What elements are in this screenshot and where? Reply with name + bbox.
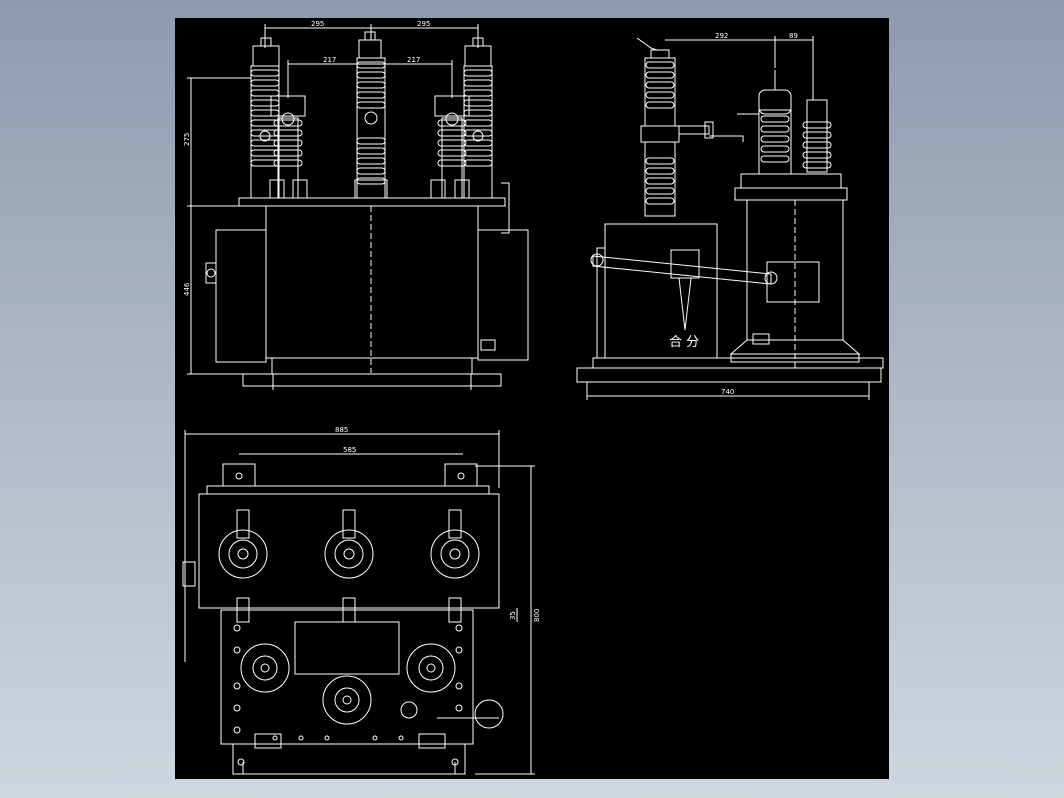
dim-side-offset-b: 89	[789, 32, 798, 40]
dim-plan-edge-offset: 35	[509, 611, 517, 620]
cad-drawing[interactable]: 295 295 217 217 275 446 292 89 740 合 分 8…	[175, 18, 889, 779]
dim-side-offset-a: 292	[715, 32, 728, 40]
plan-view	[182, 430, 535, 775]
dim-front-height-upper: 275	[183, 133, 191, 146]
bushing-left	[250, 37, 280, 199]
pole-head-2	[324, 509, 374, 623]
dim-plan-inner-width: 585	[343, 446, 356, 454]
dim-front-height-lower: 446	[183, 282, 191, 296]
open-close-indicator-label: 合 分	[669, 335, 699, 350]
drawing-sheet[interactable]: 295 295 217 217 275 446 292 89 740 合 分 8…	[175, 18, 889, 779]
dim-plan-overall-width: 885	[335, 426, 348, 434]
dim-side-base-width: 740	[721, 388, 734, 396]
dim-plan-depth: 800	[533, 609, 541, 622]
side-view	[576, 36, 884, 400]
dim-front-spacing-top: 295	[311, 20, 324, 28]
bushing-right	[463, 37, 493, 199]
dim-front-spacing-top-b: 295	[417, 20, 430, 28]
pole-head-3	[430, 509, 480, 623]
bushing-center	[356, 31, 386, 199]
front-view	[187, 24, 529, 390]
dim-front-spacing-mid: 217	[323, 56, 336, 64]
bushing-left-inner	[259, 95, 306, 199]
dim-front-spacing-mid-b: 217	[407, 56, 420, 64]
pole-head-1	[218, 509, 268, 623]
